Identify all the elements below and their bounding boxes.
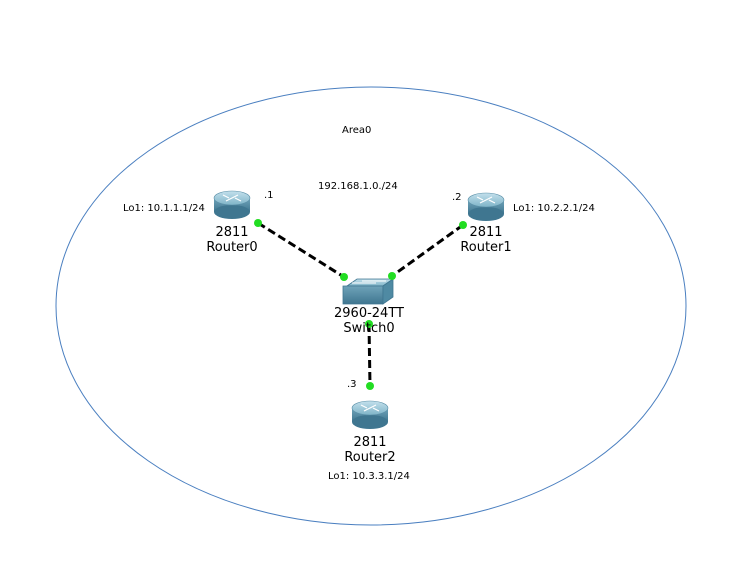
router2-loopback: Lo1: 10.3.3.1/24 [328,471,410,482]
router1-label[interactable]: 2811 Router1 [456,225,516,255]
router0-model: 2811 [215,225,249,240]
port-dot-router1 [459,221,467,229]
port-dot-switch0-left [340,273,348,281]
router0-iface-addr: .1 [264,190,274,201]
router2-name: Router2 [344,450,396,465]
link-switch0-router2[interactable] [367,323,372,387]
router0-icon[interactable] [213,190,251,219]
links [257,221,464,387]
router1-loopback: Lo1: 10.2.2.1/24 [513,203,595,214]
router1-name: Router1 [460,240,512,255]
router2-iface-addr: .3 [347,379,357,390]
router1-iface-addr: .2 [452,192,462,203]
router1-model: 2811 [469,225,503,240]
area-label: Area0 [342,125,372,136]
router2-icon[interactable] [351,400,389,429]
port-dot-switch0-bottom [365,320,373,328]
area0-boundary [55,86,687,526]
router0-label[interactable]: 2811 Router0 [202,225,262,255]
switch0-label[interactable]: 2960-24TT Switch0 [324,306,414,336]
switch0-model: 2960-24TT [334,306,404,321]
router1-icon[interactable] [467,192,505,221]
router2-label[interactable]: 2811 Router2 [340,435,400,465]
port-dot-router0 [254,219,262,227]
subnet-label: 192.168.1.0./24 [318,181,398,192]
router0-name: Router0 [206,240,258,255]
link-router0-switch0[interactable] [257,221,345,279]
link-status-dots [254,219,467,390]
port-dot-router2 [366,382,374,390]
port-dot-switch0-right [388,272,396,280]
switch0-name: Switch0 [343,321,395,336]
router0-loopback: Lo1: 10.1.1.1/24 [123,203,205,214]
switch0-icon[interactable] [342,278,395,305]
router2-model: 2811 [353,435,387,450]
link-router1-switch0[interactable] [391,223,464,278]
